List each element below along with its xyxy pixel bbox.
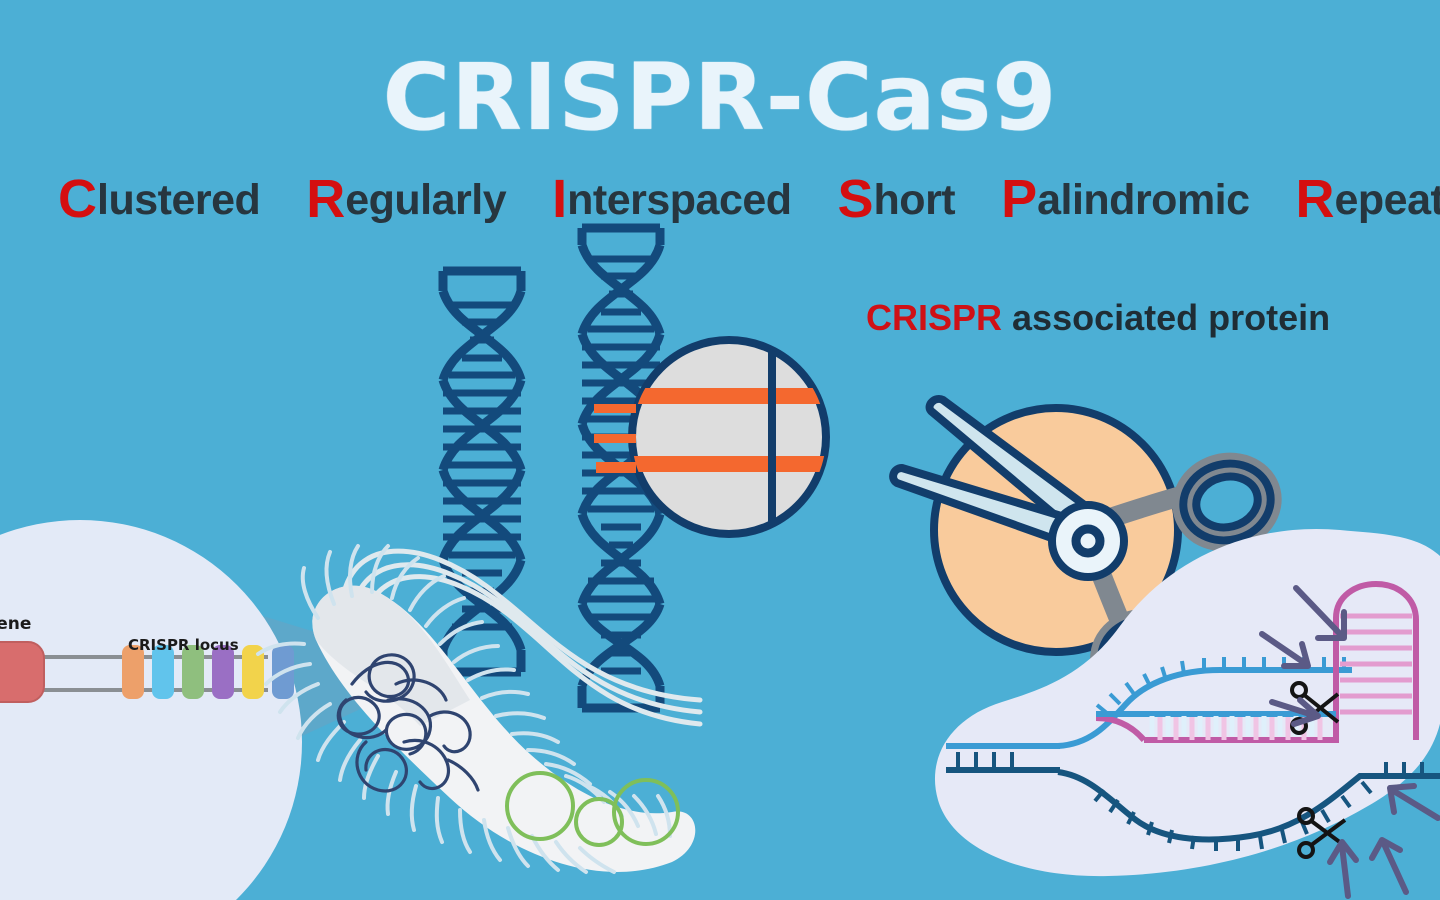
magnifier-lens-circle bbox=[0, 520, 302, 900]
cas9-dna-lower bbox=[1057, 762, 1440, 851]
acronym-cap-s: S bbox=[837, 169, 874, 229]
cas9-caption: CRISPR associated protein bbox=[866, 300, 1440, 336]
cas9-caption-rest: associated protein bbox=[1002, 297, 1331, 338]
acronym-cap-r2: R bbox=[1295, 169, 1335, 229]
acronym-word-regularly: Regularly bbox=[306, 172, 506, 226]
plasmid-1 bbox=[505, 771, 575, 841]
acronym-rest-repeats: epeats bbox=[1334, 176, 1440, 224]
helix-orange-stripe-1 bbox=[594, 404, 636, 413]
acronym-word-palindromic: Palindromic bbox=[1001, 169, 1250, 229]
acronym-cap-r1: R bbox=[306, 169, 346, 229]
cas9-arrows bbox=[1259, 585, 1440, 899]
arrow-up-right bbox=[1387, 783, 1440, 821]
helix-orange-stripe-3 bbox=[596, 462, 636, 473]
acronym-word-repeats: Repeats bbox=[1296, 172, 1440, 226]
plasmids bbox=[505, 771, 680, 847]
lens-band-1 bbox=[632, 388, 826, 404]
acronym-word-short: Short bbox=[838, 172, 956, 226]
locus-block-4 bbox=[212, 645, 234, 699]
locus-block-5 bbox=[242, 645, 264, 699]
helix-orange-stripe-2 bbox=[594, 434, 636, 443]
locus-block-3 bbox=[182, 645, 204, 699]
crispr-locus-blocks bbox=[122, 645, 294, 699]
arrow-up-left bbox=[1369, 837, 1409, 895]
acronym-rest-interspaced: nterspaced bbox=[567, 176, 792, 224]
acronym-rest-palindromic: alindromic bbox=[1037, 176, 1250, 224]
acronym-word-interspaced: Interspaced bbox=[552, 169, 792, 229]
arrow-right-2 bbox=[1269, 697, 1321, 727]
cas9-protein-body bbox=[934, 529, 1440, 877]
arrow-down-right bbox=[1293, 585, 1347, 641]
arrow-up bbox=[1327, 839, 1359, 899]
locus-block-2 bbox=[152, 645, 174, 699]
acronym-cap-c: C bbox=[58, 169, 97, 229]
plasmid-3 bbox=[612, 778, 680, 846]
scissor-blade-upper bbox=[925, 395, 1102, 540]
crispr-locus-label: CRISPR locus bbox=[128, 636, 239, 654]
acronym-rest-regularly: egularly bbox=[345, 176, 507, 224]
plasmid-2 bbox=[574, 797, 624, 847]
locus-block-1 bbox=[122, 645, 144, 699]
incoming-dna bbox=[946, 743, 1060, 773]
cas-gene-label: s gene bbox=[0, 614, 32, 634]
bacterial-chromosome bbox=[336, 653, 480, 793]
dna-magnifier-lens bbox=[628, 336, 830, 538]
acronym-word-clustered: Clustered bbox=[58, 169, 261, 229]
acronym-cap-p: P bbox=[1001, 169, 1038, 229]
page-title: CRISPR-Cas9 bbox=[382, 44, 1058, 151]
acronym-rest-clustered: lustered bbox=[97, 176, 261, 224]
lens-band-2 bbox=[632, 456, 826, 472]
cas-gene-block bbox=[0, 641, 45, 703]
dna-lower-teeth bbox=[1093, 780, 1373, 851]
arrow-right-1 bbox=[1259, 631, 1311, 669]
acronym-rest-short: hort bbox=[873, 176, 956, 224]
cas9-caption-highlight: CRISPR bbox=[866, 297, 1003, 338]
acronym-cap-i: I bbox=[552, 169, 568, 229]
rna-hairpin-rungs bbox=[1340, 613, 1412, 715]
acronym-expansion: Clustered Regularly Interspaced Short Pa… bbox=[58, 172, 1440, 226]
